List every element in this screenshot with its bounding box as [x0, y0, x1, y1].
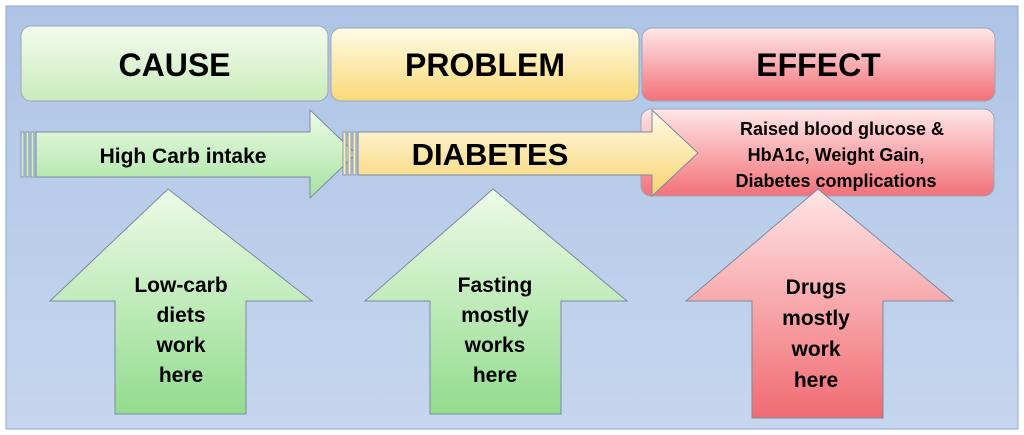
effect-intervention-line-3: work: [790, 338, 840, 361]
effect-intervention-arrow: Drugs mostly work here: [684, 188, 955, 419]
header-effect-label: EFFECT: [756, 47, 881, 83]
header-problem: PROBLEM: [330, 27, 640, 102]
header-cause: CAUSE: [20, 25, 329, 102]
cause-intervention-line-1: Low-carb: [134, 274, 227, 297]
cause-intervention-arrow: Low-carb diets work here: [48, 188, 314, 415]
cause-intervention-line-2: diets: [156, 304, 205, 327]
header-cause-label: CAUSE: [118, 47, 230, 83]
header-problem-label: PROBLEM: [405, 47, 565, 83]
cause-flow-label: High Carb intake: [100, 145, 267, 168]
effect-intervention-line-4: here: [794, 369, 838, 392]
cause-intervention-line-3: work: [155, 334, 205, 357]
cause-flow-arrow: High Carb intake: [20, 108, 357, 200]
effect-line-2: HbA1c, Weight Gain,: [748, 145, 925, 165]
effect-line-3: Diabetes complications: [735, 171, 936, 191]
problem-intervention-line-4: here: [473, 364, 517, 387]
problem-flow-label: DIABETES: [412, 137, 569, 172]
problem-intervention-line-3: works: [464, 334, 526, 357]
cause-intervention-line-4: here: [159, 364, 203, 387]
effect-line-1: Raised blood glucose &: [740, 119, 944, 139]
effect-result-text: Raised blood glucose & HbA1c, Weight Gai…: [735, 119, 944, 191]
effect-intervention-line-2: mostly: [782, 307, 850, 330]
header-effect: EFFECT: [641, 27, 996, 102]
effect-intervention-line-1: Drugs: [786, 276, 847, 299]
problem-flow-arrow: DIABETES: [342, 108, 699, 198]
problem-intervention-line-2: mostly: [461, 304, 529, 327]
problem-intervention-arrow: Fasting mostly works here: [363, 188, 629, 415]
problem-intervention-line-1: Fasting: [458, 274, 533, 297]
